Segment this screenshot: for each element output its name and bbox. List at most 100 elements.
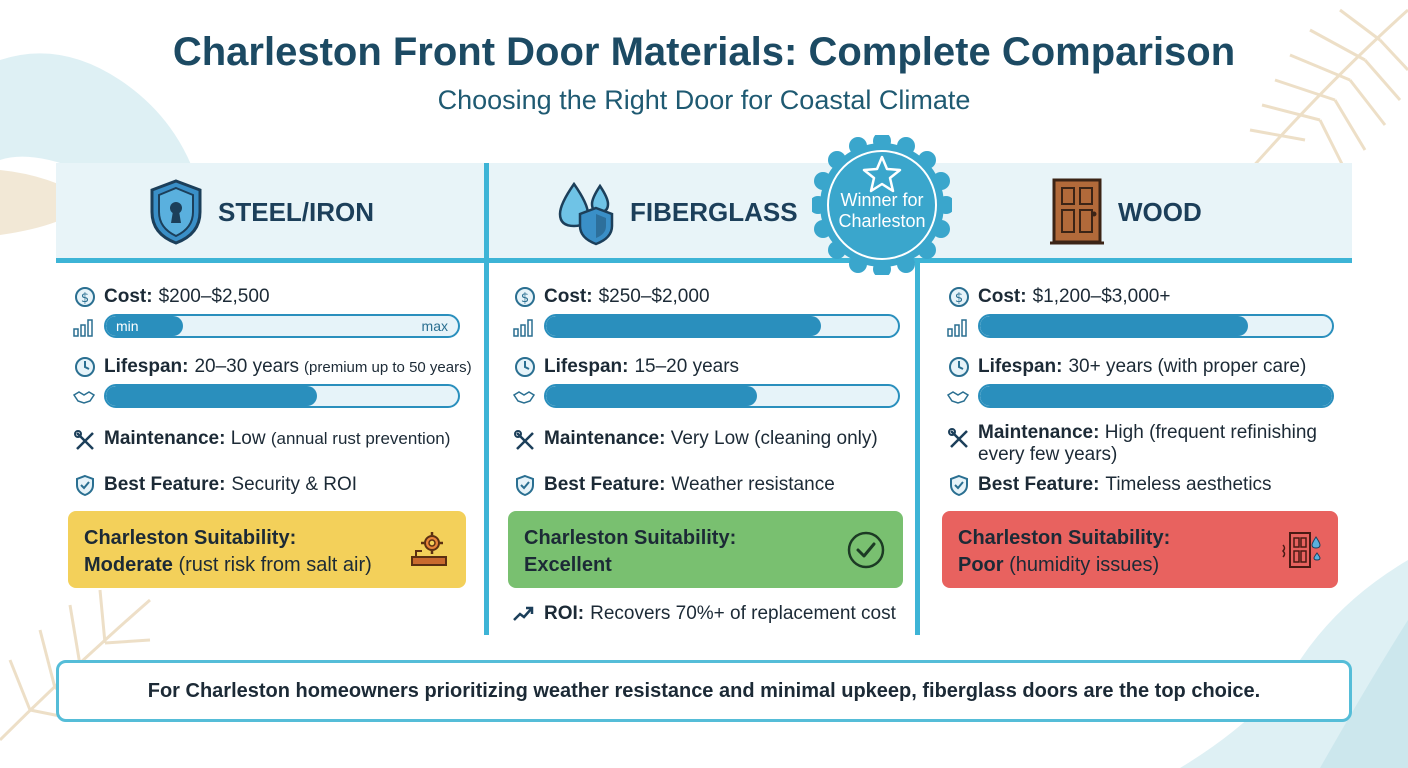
feature-label: Best Feature: bbox=[104, 474, 226, 495]
checkmark-circle-icon bbox=[847, 531, 885, 569]
feature-value: Weather resistance bbox=[671, 474, 835, 495]
cost-label: Cost: bbox=[978, 286, 1027, 307]
lifespan-bar bbox=[104, 384, 460, 408]
shield-lock-icon bbox=[150, 179, 202, 245]
badge-line: Charleston bbox=[838, 211, 926, 231]
suitability-label: Charleston Suitability: bbox=[84, 527, 297, 549]
lifespan-row: Lifespan: 30+ years (with proper care) bbox=[948, 356, 1306, 378]
cost-value: $200–$2,500 bbox=[158, 286, 270, 307]
maintenance-row: Maintenance: High (frequent refinishing … bbox=[948, 422, 1338, 466]
column-divider bbox=[915, 258, 920, 635]
column-header-wood: WOOD bbox=[1050, 172, 1202, 252]
maintenance-note: (annual rust prevention) bbox=[270, 429, 451, 448]
page-title: Charleston Front Door Materials: Complet… bbox=[172, 30, 1236, 74]
shield-check-icon bbox=[76, 474, 94, 496]
clock-icon bbox=[515, 357, 535, 377]
cost-bar bbox=[978, 314, 1334, 338]
roi-value: Recovers 70%+ of replacement cost bbox=[590, 603, 896, 624]
feature-value: Timeless aesthetics bbox=[1105, 474, 1272, 495]
suitability-label: Charleston Suitability: bbox=[524, 527, 737, 549]
maintenance-row: Maintenance: Very Low (cleaning only) bbox=[514, 428, 904, 452]
maintenance-row: Maintenance: Low (annual rust prevention… bbox=[74, 428, 474, 452]
lifespan-label: Lifespan: bbox=[544, 356, 629, 377]
column-header-fiberglass: FIBERGLASS bbox=[556, 172, 798, 252]
maintenance-value: Low bbox=[230, 428, 266, 449]
bar-min-label: min bbox=[116, 318, 139, 334]
dollar-coin-icon: $ bbox=[515, 287, 535, 307]
cost-label: Cost: bbox=[104, 286, 153, 307]
cost-row: $ Cost: $200–$2,500 bbox=[74, 286, 270, 308]
lifespan-row: Lifespan: 15–20 years bbox=[514, 356, 739, 378]
clock-icon bbox=[949, 357, 969, 377]
clock-icon bbox=[75, 357, 95, 377]
cost-bar-fill bbox=[546, 316, 821, 336]
lifespan-value: 20–30 years bbox=[194, 356, 300, 377]
suitability-value: Excellent bbox=[524, 554, 612, 576]
conclusion-text: For Charleston homeowners prioritizing w… bbox=[147, 679, 1261, 702]
suitability-box: Charleston Suitability: Excellent bbox=[508, 511, 903, 588]
maintenance-label: Maintenance: bbox=[544, 428, 666, 449]
lifespan-value: 30+ years bbox=[1068, 356, 1153, 377]
maintenance-value: High bbox=[1104, 422, 1144, 443]
winner-badge bbox=[812, 135, 952, 275]
maintenance-value: Very Low bbox=[670, 428, 749, 449]
roi-row: ROI: Recovers 70%+ of replacement cost bbox=[510, 603, 896, 625]
handshake-icon bbox=[946, 391, 970, 404]
cost-row: $ Cost: $1,200–$3,000+ bbox=[948, 286, 1170, 308]
header-divider-line bbox=[56, 258, 1352, 263]
cost-bar-fill bbox=[106, 316, 184, 336]
signal-bars-icon bbox=[73, 319, 93, 337]
cost-row: $ Cost: $250–$2,000 bbox=[514, 286, 710, 308]
rusty-gear-icon bbox=[411, 532, 447, 566]
suitability-box: Charleston Suitability: Poor (humidity i… bbox=[942, 511, 1338, 588]
suitability-note: (humidity issues) bbox=[1009, 554, 1160, 576]
badge-line: Winner for bbox=[840, 190, 924, 210]
shield-check-icon bbox=[950, 474, 968, 496]
column-header-steel: STEEL/IRON bbox=[148, 172, 374, 252]
suitability-note: (rust risk from salt air) bbox=[178, 554, 372, 576]
maintenance-note: (cleaning only) bbox=[754, 428, 878, 449]
lifespan-note: (with proper care) bbox=[1157, 356, 1307, 377]
signal-bars-icon bbox=[513, 319, 533, 337]
column-header-band bbox=[56, 163, 1352, 261]
shield-check-icon bbox=[516, 474, 534, 496]
cost-bar bbox=[544, 314, 900, 338]
page-subtitle: Choosing the Right Door for Coastal Clim… bbox=[437, 85, 971, 115]
best-feature-row: Best Feature: Timeless aesthetics bbox=[948, 474, 1272, 496]
handshake-icon bbox=[512, 391, 536, 404]
cost-value: $250–$2,000 bbox=[598, 286, 710, 307]
wrench-screwdriver-icon bbox=[74, 430, 94, 450]
maintenance-label: Maintenance: bbox=[978, 422, 1100, 443]
wrench-screwdriver-icon bbox=[514, 430, 534, 450]
suitability-box: Charleston Suitability: Moderate (rust r… bbox=[68, 511, 466, 588]
column-name: STEEL/IRON bbox=[218, 196, 375, 227]
column-name: WOOD bbox=[1118, 196, 1202, 227]
lifespan-bar-fill bbox=[980, 386, 1332, 406]
column-divider bbox=[484, 163, 489, 635]
lifespan-bar-fill bbox=[546, 386, 758, 406]
column-name: FIBERGLASS bbox=[630, 196, 798, 227]
feature-value: Security & ROI bbox=[231, 474, 358, 495]
damp-door-icon bbox=[1281, 532, 1321, 568]
trending-up-icon bbox=[513, 606, 534, 621]
cost-label: Cost: bbox=[544, 286, 593, 307]
cost-bar-fill bbox=[980, 316, 1248, 336]
water-drop-shield-icon bbox=[558, 181, 614, 246]
lifespan-bar bbox=[544, 384, 900, 408]
lifespan-label: Lifespan: bbox=[978, 356, 1063, 377]
signal-bars-icon bbox=[947, 319, 967, 337]
bar-max-label: max bbox=[421, 318, 448, 334]
lifespan-label: Lifespan: bbox=[104, 356, 189, 377]
best-feature-row: Best Feature: Weather resistance bbox=[514, 474, 835, 496]
roi-label: ROI: bbox=[544, 603, 585, 624]
wooden-door-icon bbox=[1050, 178, 1104, 245]
feature-label: Best Feature: bbox=[544, 474, 666, 495]
lifespan-row: Lifespan: 20–30 years (premium up to 50 … bbox=[74, 356, 472, 378]
cost-bar: min max bbox=[104, 314, 460, 338]
suitability-label: Charleston Suitability: bbox=[958, 527, 1171, 549]
lifespan-value: 15–20 years bbox=[634, 356, 740, 377]
lifespan-bar-fill bbox=[106, 386, 318, 406]
svg-text:$: $ bbox=[521, 291, 529, 306]
suitability-value: Moderate bbox=[84, 554, 173, 576]
maintenance-label: Maintenance: bbox=[104, 428, 226, 449]
